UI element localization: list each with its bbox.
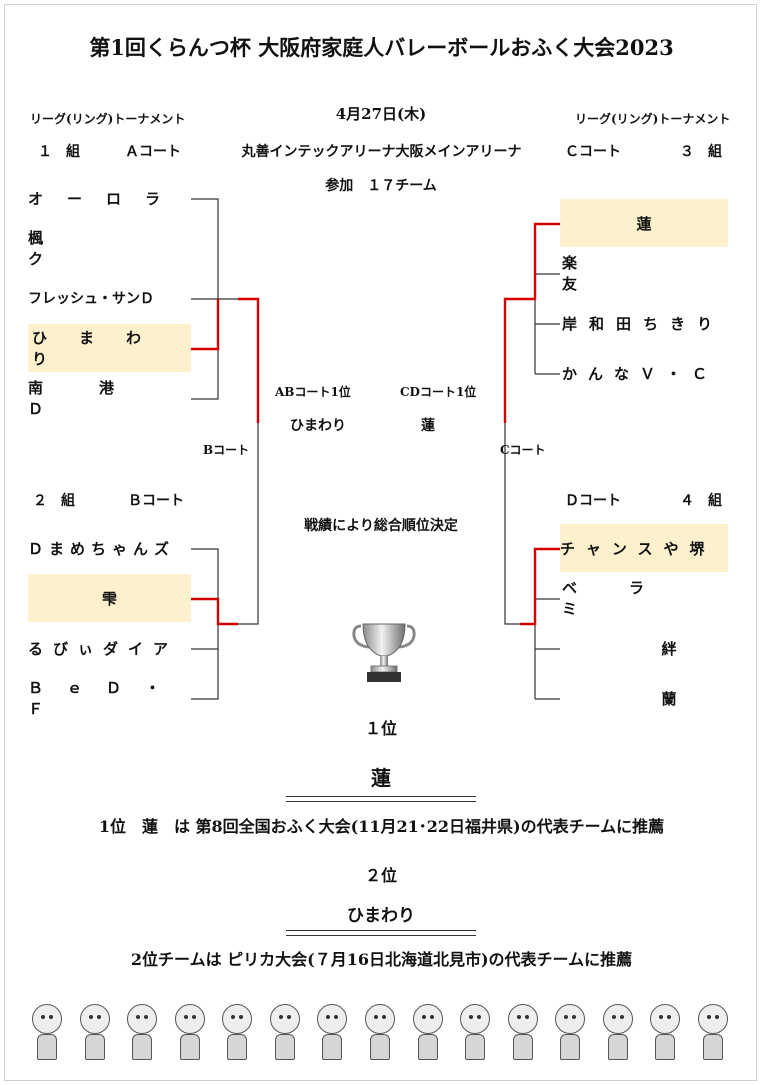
group3-court: Ｃコート xyxy=(565,144,621,160)
trophy-icon xyxy=(352,623,416,682)
team-chance: チャンスや堺 xyxy=(560,524,728,572)
team-kanna: かんなＶ・Ｃ xyxy=(562,349,728,397)
decision-note: 戦績により総合順位決定 xyxy=(304,518,458,534)
team-label: Ｄまめちゃんズ xyxy=(28,539,176,558)
first-place-underline xyxy=(286,796,476,802)
team-label: フレッシュ・サンＤ xyxy=(28,291,154,307)
format-right: リーグ(リング)トーナメント xyxy=(575,112,731,126)
page-title: 第1回くらんつ杯 大阪府家庭人バレーボールおふく大会2023 xyxy=(89,35,674,60)
mascot-figure xyxy=(363,1004,397,1062)
event-date: 4月27日(木) xyxy=(335,105,427,123)
team-bed: ＢｅＤ・Ｆ xyxy=(28,674,191,722)
second-place-note: 2位チームは ピリカ大会(７月16日北海道北見市)の代表チームに推薦 xyxy=(130,950,633,969)
team-nanko: 南港Ｄ xyxy=(28,374,191,422)
first-place-label: １位 xyxy=(364,719,397,738)
bracket-group2 xyxy=(191,548,219,700)
group1-court: Ａコート xyxy=(125,144,181,160)
ab-court-team: ひまわり xyxy=(290,418,346,434)
winner-ren xyxy=(520,222,560,301)
team-label: 雫 xyxy=(101,589,117,608)
winner-ab xyxy=(238,297,260,423)
team-label: るびぃダイア xyxy=(28,639,179,658)
mascot-figure xyxy=(696,1004,730,1062)
winner-himawari xyxy=(191,299,220,351)
team-label: 南港Ｄ xyxy=(28,379,171,418)
team-label: ベラミ xyxy=(562,579,697,618)
mascot-figure xyxy=(268,1004,302,1062)
team-kishiwada: 岸和田ちきり xyxy=(562,299,728,347)
team-berami: ベラミ xyxy=(562,574,728,622)
team-ran: 蘭 xyxy=(562,674,728,722)
format-left: リーグ(リング)トーナメント xyxy=(30,112,186,126)
second-place-underline xyxy=(286,930,476,936)
mascot-figure xyxy=(553,1004,587,1062)
team-rakuyu: 楽友 xyxy=(562,249,728,297)
team-shizuku: 雫 xyxy=(28,574,191,622)
team-label: オーロラ xyxy=(28,189,185,208)
team-ruby: るびぃダイア xyxy=(28,624,191,672)
cd-court-team: 蓮 xyxy=(421,418,435,434)
first-place-team: 蓮 xyxy=(371,766,391,790)
group4-court: Ｄコート xyxy=(565,493,621,509)
right-court-label: Cコート xyxy=(500,443,546,457)
bracket-winner-lines xyxy=(191,222,560,626)
first-place-note: 1位 蓮 は 第8回全国おふく大会(11月21･22日福井県)の代表チームに推薦 xyxy=(98,817,665,836)
team-label: 蓮 xyxy=(636,214,652,233)
team-label: チャンスや堺 xyxy=(560,539,716,558)
team-kaede: 楓ク xyxy=(28,224,191,272)
group2-court: Ｂコート xyxy=(128,493,184,509)
mascot-figure xyxy=(220,1004,254,1062)
participants: 参加 １７チーム xyxy=(325,178,437,194)
mascot-figure xyxy=(601,1004,635,1062)
team-kizuna: 絆 xyxy=(562,624,728,672)
team-label: かんなＶ・Ｃ xyxy=(562,364,719,383)
team-label: ＢｅＤ・Ｆ xyxy=(28,679,185,718)
mascot-figure xyxy=(506,1004,540,1062)
team-label: ひまわり xyxy=(32,329,174,368)
group3-number: ３ 組 xyxy=(680,144,722,160)
mascot-figure xyxy=(173,1004,207,1062)
mascot-figure xyxy=(30,1004,64,1062)
bracket-left-spine-lower xyxy=(238,423,259,625)
winner-shizuku xyxy=(191,597,238,626)
mascot-figure xyxy=(315,1004,349,1062)
second-place-label: ２位 xyxy=(364,866,397,885)
mascot-figure xyxy=(125,1004,159,1062)
team-himawari: ひまわり xyxy=(28,324,191,372)
team-label: 蘭 xyxy=(661,689,677,708)
venue: 丸善インテックアリーナ大阪メインアリーナ xyxy=(241,144,522,160)
mascot-figure xyxy=(411,1004,445,1062)
ab-court-label: ABコート1位 xyxy=(275,385,351,399)
team-ren: 蓮 xyxy=(560,199,728,247)
mascot-figure xyxy=(78,1004,112,1062)
team-label: 楓ク xyxy=(28,229,164,268)
bracket-right-spine-lower xyxy=(504,423,520,625)
group1-number: １ 組 xyxy=(38,144,80,160)
team-fresh-sun: フレッシュ・サンＤ xyxy=(28,274,191,322)
team-label: 絆 xyxy=(661,639,677,658)
mascot-figure xyxy=(458,1004,492,1062)
mascot-figure xyxy=(648,1004,682,1062)
group4-number: ４ 組 xyxy=(680,493,722,509)
group2-number: ２ 組 xyxy=(33,493,75,509)
left-court-label: Bコート xyxy=(203,443,250,457)
team-label: 楽友 xyxy=(562,254,708,293)
team-mame: Ｄまめちゃんズ xyxy=(28,524,191,572)
winner-cd xyxy=(503,297,520,423)
mascot-illustration xyxy=(30,1000,730,1062)
winner-chance xyxy=(520,547,560,626)
team-label: 岸和田ちきり xyxy=(562,314,725,333)
second-place-team: ひまわり xyxy=(347,906,415,926)
cd-court-label: CDコート1位 xyxy=(400,385,477,399)
page-frame xyxy=(4,4,757,1081)
team-aurora: オーロラ xyxy=(28,174,191,222)
